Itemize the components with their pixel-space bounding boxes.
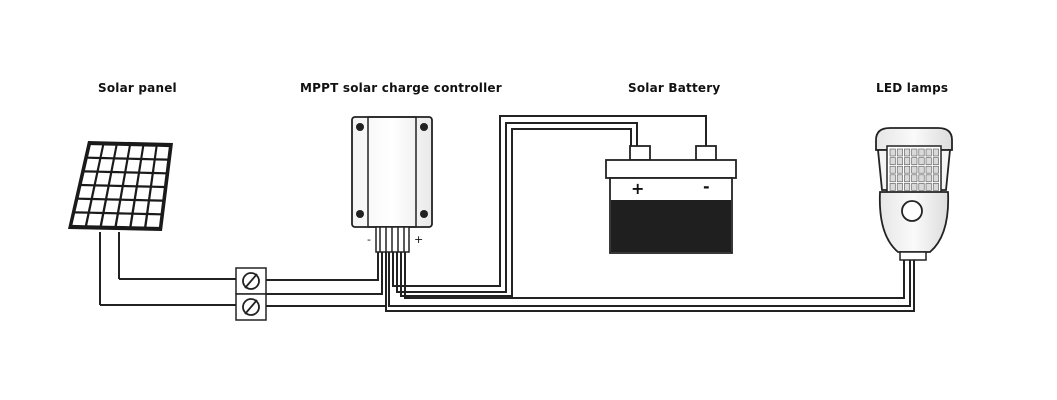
wires-panel-to-controller xyxy=(266,252,387,307)
solar-cell xyxy=(110,173,124,185)
label-led-lamps: LED lamps xyxy=(876,81,949,95)
led-cell xyxy=(925,157,932,165)
label-solar-battery: Solar Battery xyxy=(628,81,721,95)
solar-panel-cells xyxy=(72,145,169,227)
solar-cell xyxy=(154,160,168,173)
led-cell xyxy=(896,165,903,174)
led-cell xyxy=(918,157,925,165)
terminal-block xyxy=(235,267,267,321)
led-cell xyxy=(911,157,918,165)
led-cell xyxy=(904,174,911,183)
controller-plus-label: + xyxy=(414,233,423,246)
led-cell xyxy=(889,148,896,157)
solar-cell xyxy=(148,201,163,214)
led-cell xyxy=(889,165,896,174)
led-cell xyxy=(932,174,939,183)
solar-cell xyxy=(81,172,97,185)
solar-cell xyxy=(112,159,127,172)
led-cell xyxy=(925,165,932,174)
led-cell xyxy=(918,174,925,183)
label-solar-panel: Solar panel xyxy=(98,81,177,95)
solar-cell xyxy=(90,200,105,212)
solar-cell xyxy=(124,173,138,186)
led-cell xyxy=(896,183,903,191)
led-cell xyxy=(932,148,939,157)
led-cell xyxy=(911,183,918,191)
solar-cell xyxy=(121,187,136,199)
solar-cell xyxy=(119,200,134,213)
led-cell xyxy=(896,174,903,183)
solar-cell xyxy=(133,201,148,213)
solar-cell xyxy=(155,146,169,159)
led-cell xyxy=(896,148,903,157)
label-mppt-controller: MPPT solar charge controller xyxy=(300,81,502,95)
solar-cell xyxy=(88,145,103,157)
solar-cell xyxy=(146,215,161,227)
led-cell xyxy=(932,183,939,191)
solar-cell xyxy=(140,160,154,172)
led-cell xyxy=(911,174,918,183)
led-array xyxy=(889,148,939,191)
solar-cell xyxy=(115,145,129,158)
solar-cell xyxy=(131,214,146,227)
led-cell xyxy=(896,157,903,165)
led-cell xyxy=(932,165,939,174)
solar-cell xyxy=(116,214,132,227)
solar-battery: + - xyxy=(605,145,737,254)
led-cell xyxy=(889,157,896,165)
solar-cell xyxy=(101,145,116,158)
led-cell xyxy=(904,157,911,165)
solar-cell xyxy=(150,187,164,200)
solar-cell xyxy=(152,174,166,186)
led-cell xyxy=(911,165,918,174)
controller-minus-label: - xyxy=(367,233,371,246)
solar-cell xyxy=(107,186,122,199)
wires-controller-to-lamp xyxy=(385,252,915,312)
led-cell xyxy=(932,157,939,165)
solar-cell xyxy=(102,214,117,226)
solar-panel xyxy=(68,141,236,306)
solar-cell xyxy=(104,200,119,213)
led-cell xyxy=(911,148,918,157)
solar-cell xyxy=(75,199,91,212)
wires-controller-to-battery xyxy=(392,115,707,297)
solar-cell xyxy=(142,146,156,159)
solar-cell xyxy=(72,213,88,226)
led-lamp xyxy=(875,127,953,261)
battery-plus-label: + xyxy=(631,179,644,198)
led-cell xyxy=(918,148,925,157)
solar-cell xyxy=(78,186,94,198)
led-cell xyxy=(925,174,932,183)
led-cell xyxy=(925,183,932,191)
led-cell xyxy=(918,165,925,174)
battery-minus-label: - xyxy=(703,177,710,196)
solar-cell xyxy=(98,159,113,171)
solar-cell xyxy=(138,173,152,186)
solar-cell xyxy=(128,146,143,158)
mppt-controller: - + xyxy=(351,116,433,253)
led-cell xyxy=(904,148,911,157)
led-cell xyxy=(918,183,925,191)
solar-cell xyxy=(135,187,150,200)
solar-cell xyxy=(93,186,108,199)
led-cell xyxy=(904,165,911,174)
solar-cell xyxy=(95,172,111,185)
led-cell xyxy=(925,148,932,157)
led-cell xyxy=(904,183,911,191)
solar-cell xyxy=(87,213,102,226)
led-cell xyxy=(889,174,896,183)
solar-cell xyxy=(126,159,140,172)
led-cell xyxy=(889,183,896,191)
solar-cell xyxy=(85,158,100,171)
